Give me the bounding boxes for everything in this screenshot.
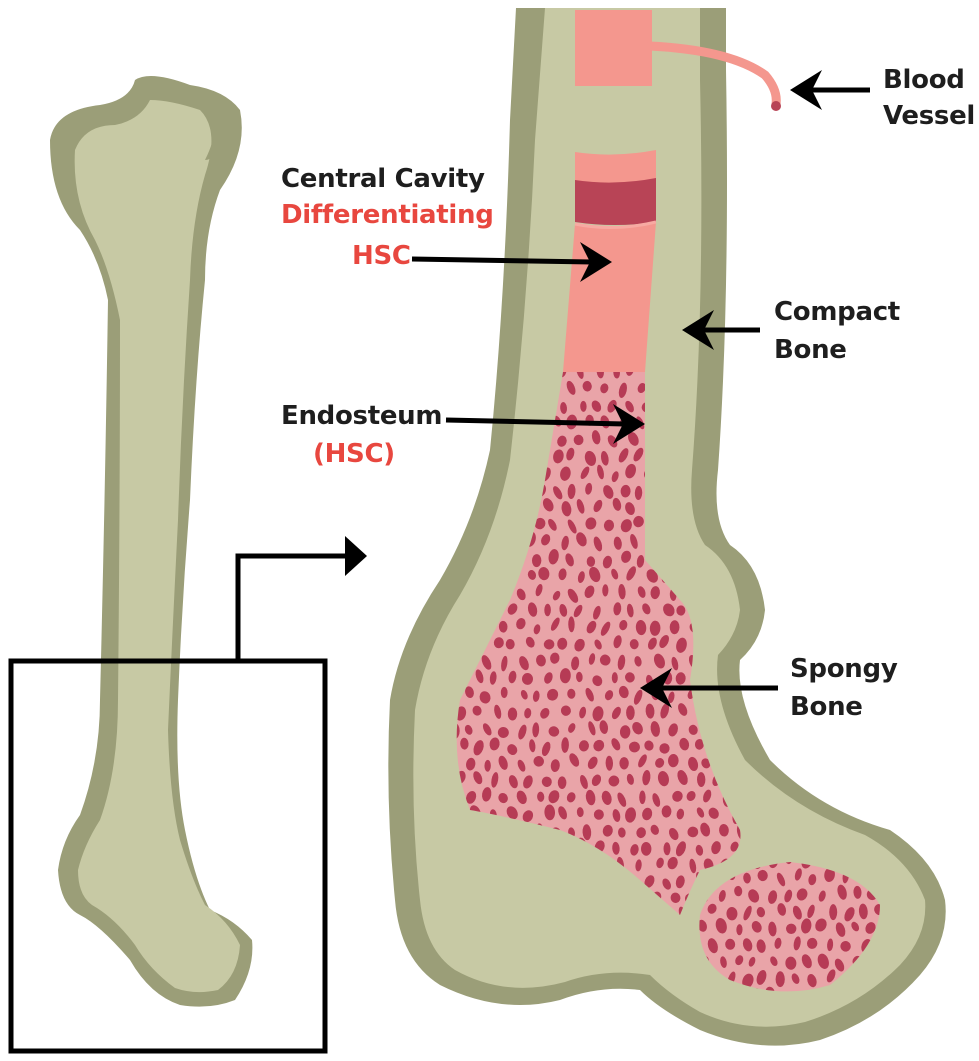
trabecular-pore [455, 504, 464, 516]
trabecular-pore [456, 362, 468, 376]
trabecular-pore [727, 467, 738, 480]
trabecular-pore [441, 367, 448, 379]
trabecular-pore [829, 904, 837, 920]
trabecular-pore [639, 791, 645, 805]
label-compact-line2: Bone [774, 332, 847, 368]
trabecular-pore [455, 465, 464, 477]
trabecular-pore [730, 435, 742, 448]
cavity-lower [563, 222, 656, 372]
trabecular-pore [728, 498, 738, 514]
trabecular-pore [464, 486, 476, 502]
label-differentiating: Differentiating [281, 197, 494, 233]
trabecular-pore [446, 482, 459, 499]
trabecular-pore [558, 776, 567, 789]
trabecular-pore [456, 401, 467, 415]
trabecular-pore [786, 924, 796, 934]
trabecular-pore [468, 382, 479, 396]
trabecular-pore [737, 449, 744, 461]
trabecular-pore [776, 971, 785, 987]
trabecular-pore [438, 502, 449, 517]
label-spongy-line2: Bone [790, 689, 863, 725]
cavity-band-dark [575, 178, 656, 225]
cavity-upper [575, 10, 652, 86]
central-cavity [563, 10, 656, 372]
label-blood-vessel-line1: Blood [883, 62, 965, 98]
trabecular-pore [719, 449, 730, 462]
trabecular-pore [444, 382, 457, 397]
trabecular-pore [718, 483, 728, 494]
label-compact-line1: Compact [774, 294, 900, 330]
trabecular-pore [626, 705, 635, 720]
trabecular-pore [508, 708, 517, 721]
label-endosteum-hsc: (HSC) [313, 436, 395, 472]
cavity-band-top [575, 150, 656, 185]
trabecular-pore [464, 446, 475, 462]
label-spongy-line1: Spongy [790, 651, 897, 687]
trabecular-pore [722, 381, 734, 397]
femur-body [75, 100, 240, 992]
trabecular-pore [726, 365, 740, 380]
label-blood-vessel-line2: Vessel [883, 98, 975, 134]
trabecular-pore [471, 466, 483, 483]
blood-vessel-end [771, 101, 781, 111]
trabecular-pore [473, 369, 482, 379]
trabecular-pore [436, 465, 449, 479]
trabecular-pore [479, 384, 494, 399]
arrow-differentiating-hsc [412, 259, 592, 262]
trabecular-pore [737, 382, 752, 399]
trabecular-pore [447, 521, 457, 533]
trabecular-pore [729, 397, 738, 413]
trabecular-pore [736, 488, 748, 500]
femur-overview [50, 76, 252, 1007]
trabecular-pore [443, 536, 454, 550]
trabecular-pore [458, 430, 469, 443]
label-central-cavity: Central Cavity [281, 161, 485, 197]
trabecular-pore [740, 658, 750, 670]
trabecular-pore [445, 450, 458, 465]
trabecular-pore [471, 433, 482, 447]
trabecular-pore [506, 639, 515, 649]
trabecular-pore [619, 757, 628, 769]
zoom-arrowhead [345, 536, 367, 576]
label-differentiating-hsc: HSC [352, 238, 411, 274]
trabecular-pore [612, 672, 618, 683]
trabecular-pore [478, 401, 485, 413]
trabecular-pore [739, 414, 748, 426]
trabecular-pore [501, 687, 508, 698]
zoom-connector [238, 556, 345, 661]
label-endosteum: Endosteum [281, 398, 442, 434]
trabecular-pore [735, 516, 745, 531]
